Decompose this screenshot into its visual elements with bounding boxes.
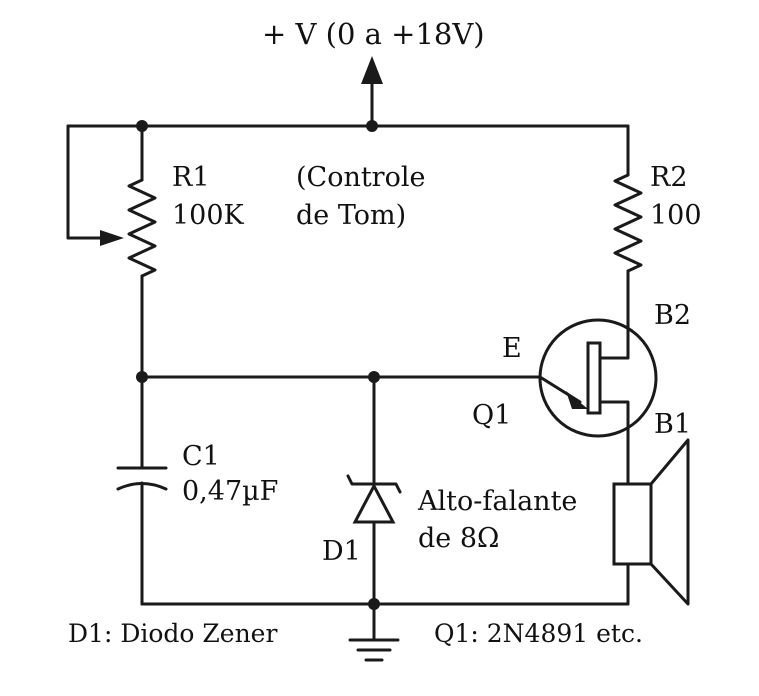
d1-zener-diode bbox=[346, 375, 402, 606]
speaker-symbol bbox=[612, 438, 690, 606]
q1-name: Q1 bbox=[472, 400, 511, 431]
note-q1: Q1: 2N4891 etc. bbox=[434, 619, 643, 648]
r2-value: 100 bbox=[650, 200, 702, 231]
c1-value: 0,47µF bbox=[182, 476, 278, 507]
r1-value: 100K bbox=[172, 200, 245, 231]
r1-potentiometer bbox=[66, 124, 157, 379]
q1-base2-label: B2 bbox=[654, 300, 691, 331]
q1-emitter-label: E bbox=[502, 333, 522, 364]
note-d1: D1: Diodo Zener bbox=[68, 619, 277, 648]
d1-name: D1 bbox=[322, 536, 361, 567]
r1-note-line2: de Tom) bbox=[296, 200, 406, 231]
c1-name: C1 bbox=[182, 441, 220, 472]
r1-name: R1 bbox=[172, 162, 210, 193]
q1-ujt-symbol bbox=[538, 318, 658, 477]
top-rail bbox=[66, 124, 630, 177]
r2-name: R2 bbox=[650, 162, 688, 193]
supply-arrow bbox=[361, 56, 383, 128]
ground-icon bbox=[348, 602, 400, 662]
speaker-label-line1: Alto-falante bbox=[417, 486, 577, 517]
junction-top-supply bbox=[366, 120, 378, 132]
supply-label: + V (0 a +18V) bbox=[262, 17, 485, 51]
speaker-label-line2: de 8Ω bbox=[418, 523, 499, 554]
q1-base1-label: B1 bbox=[654, 409, 691, 440]
r1-note-line1: (Controle bbox=[296, 162, 425, 193]
c1-capacitor bbox=[116, 375, 168, 606]
r2-resistor bbox=[613, 173, 643, 360]
